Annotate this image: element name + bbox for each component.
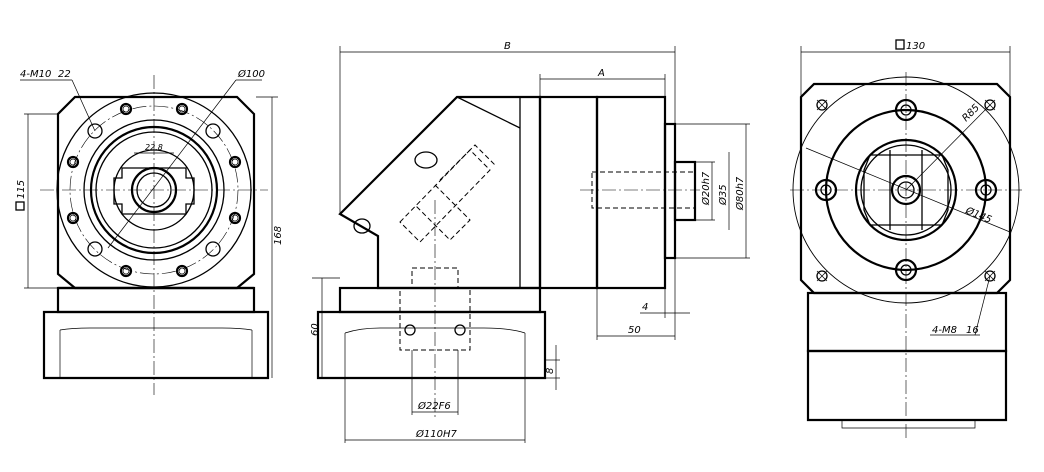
rear-lower-body bbox=[806, 291, 1008, 353]
side-boss-label: Ø35 bbox=[717, 184, 729, 206]
side-view: B A Ø20h7 Ø35 Ø80h7 4 50 60 8 Ø22F6 Ø110… bbox=[310, 41, 750, 443]
side-bore-label: Ø22F6 bbox=[417, 400, 451, 412]
side-hidden-bore bbox=[399, 267, 471, 351]
front-bolt-holes bbox=[66, 102, 242, 278]
front-holes-depth: 22 bbox=[58, 69, 71, 80]
front-height-label: 168 bbox=[273, 226, 284, 245]
front-tapped-holes bbox=[87, 123, 221, 257]
rear-radius-leader bbox=[905, 104, 991, 191]
front-base bbox=[42, 310, 270, 380]
rear-square-label: 130 bbox=[906, 41, 925, 52]
side-body-section bbox=[538, 95, 599, 290]
rear-holes-leader bbox=[974, 275, 991, 336]
side-hidden-gear2 bbox=[414, 184, 471, 241]
front-clamp-slot bbox=[113, 167, 195, 215]
side-base-fillet bbox=[344, 327, 526, 334]
side-hidden-gear3 bbox=[439, 144, 496, 181]
side-flange-section bbox=[595, 95, 667, 290]
side-shaft-len-label: 50 bbox=[628, 325, 641, 336]
square-symbol-icon bbox=[15, 201, 25, 211]
front-view: 4-M10 22 Ø100 22.8 115 168 bbox=[15, 68, 284, 395]
rear-holes-callout: 4-M8 bbox=[932, 325, 957, 336]
front-pcd-label: Ø100 bbox=[237, 68, 265, 80]
side-head-lug bbox=[353, 218, 371, 234]
side-a-label: A bbox=[597, 68, 605, 79]
side-hidden-gear1 bbox=[399, 149, 491, 243]
square-symbol-icon bbox=[895, 39, 905, 50]
rear-radius-label: R85 bbox=[960, 102, 982, 124]
rear-clamp bbox=[863, 154, 949, 226]
front-lower-body bbox=[56, 286, 256, 314]
front-square-label-group: 115 bbox=[15, 180, 27, 211]
front-holes-callout: 4-M10 bbox=[20, 69, 51, 80]
front-holes-leader bbox=[71, 79, 96, 132]
side-angled-head bbox=[338, 95, 542, 290]
side-shoulder-label: 4 bbox=[642, 302, 648, 313]
front-inner-label: 22.8 bbox=[145, 143, 163, 152]
side-lower-body bbox=[338, 286, 542, 314]
side-head-port bbox=[414, 151, 438, 169]
side-base bbox=[316, 310, 547, 380]
front-square-label: 115 bbox=[16, 180, 27, 199]
side-b-label: B bbox=[504, 41, 511, 52]
side-shaft-label: Ø20h7 bbox=[700, 171, 712, 206]
side-flange-thk-label: 8 bbox=[545, 368, 556, 374]
front-pcd-leader bbox=[107, 79, 237, 249]
rear-view: 130 R85 Ø145 4-M8 16 bbox=[790, 39, 1022, 440]
front-base-fillet bbox=[59, 327, 253, 331]
rear-holes-depth: 16 bbox=[966, 325, 979, 336]
side-pilot bbox=[663, 122, 677, 260]
side-bore-hole-right bbox=[454, 324, 466, 336]
rear-pilot-step bbox=[841, 420, 976, 429]
side-boss bbox=[673, 160, 697, 222]
side-flange-pilot-label: Ø110H7 bbox=[415, 428, 457, 440]
rear-pcd-leader bbox=[805, 147, 1011, 233]
side-bore-hole-left bbox=[404, 324, 416, 336]
side-pilot-label: Ø80h7 bbox=[734, 176, 746, 211]
side-base-height-label: 60 bbox=[310, 323, 321, 336]
rear-base bbox=[806, 349, 1008, 422]
side-head-bevel bbox=[456, 96, 521, 129]
